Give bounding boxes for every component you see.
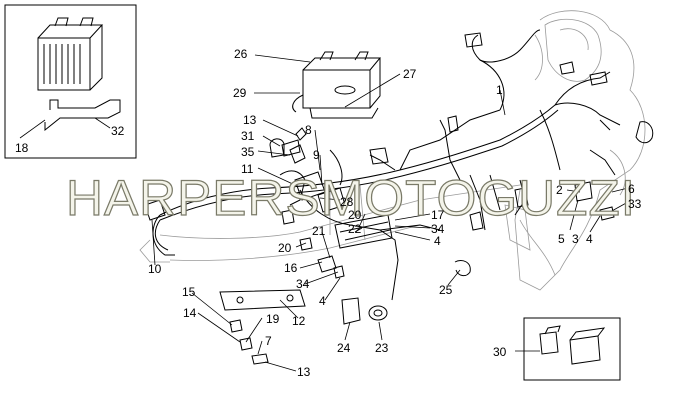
connectors bbox=[144, 32, 654, 365]
battery-inset-panel bbox=[4, 4, 137, 159]
callout-23: 23 bbox=[375, 341, 389, 355]
callout-24: 24 bbox=[337, 341, 351, 355]
callout-21: 21 bbox=[312, 224, 326, 238]
callout-14: 14 bbox=[183, 306, 197, 320]
callout-7: 7 bbox=[265, 334, 272, 348]
callout-20-lower: 20 bbox=[278, 241, 292, 255]
callout-35: 35 bbox=[241, 145, 255, 159]
callout-4-lower: 4 bbox=[319, 294, 326, 308]
callout-10: 10 bbox=[148, 262, 162, 276]
callout-34-right: 34 bbox=[431, 222, 445, 236]
callout-12: 12 bbox=[292, 314, 306, 328]
watermark-text: HARPERSMOTOGUZZI bbox=[66, 170, 636, 226]
callout-18: 18 bbox=[15, 141, 29, 155]
callout-33: 33 bbox=[628, 197, 642, 211]
callout-4-right: 4 bbox=[586, 232, 593, 246]
callout-11: 11 bbox=[241, 162, 254, 176]
callout-labels: 26 29 27 1 18 32 13 8 31 9 35 11 28 20 1… bbox=[15, 47, 642, 379]
callout-13-bottom: 13 bbox=[297, 365, 311, 379]
callout-28: 28 bbox=[340, 195, 354, 209]
callout-13-top: 13 bbox=[243, 113, 257, 127]
callout-6: 6 bbox=[628, 182, 635, 196]
callout-19: 19 bbox=[266, 312, 280, 326]
relay-inset-panel bbox=[523, 317, 621, 381]
callout-4-mid: 4 bbox=[434, 234, 441, 248]
leader-lines bbox=[19, 54, 629, 372]
callout-30: 30 bbox=[493, 345, 507, 359]
callout-29: 29 bbox=[233, 86, 247, 100]
callout-3: 3 bbox=[572, 232, 579, 246]
callout-9: 9 bbox=[313, 148, 320, 162]
callout-16: 16 bbox=[284, 261, 298, 275]
callout-8: 8 bbox=[305, 123, 312, 137]
callout-15: 15 bbox=[182, 285, 196, 299]
callout-27: 27 bbox=[403, 67, 417, 81]
callout-1: 1 bbox=[496, 83, 503, 97]
callout-26: 26 bbox=[234, 47, 248, 61]
callout-32: 32 bbox=[111, 124, 125, 138]
wiring-harness bbox=[152, 29, 621, 301]
callout-20-upper: 20 bbox=[348, 208, 362, 222]
battery bbox=[292, 51, 382, 119]
callout-5: 5 bbox=[558, 232, 565, 246]
callout-17: 17 bbox=[431, 208, 445, 222]
callout-2: 2 bbox=[556, 183, 563, 197]
engine-outline bbox=[139, 10, 646, 291]
callout-25: 25 bbox=[439, 283, 453, 297]
callout-22: 22 bbox=[348, 222, 362, 236]
callout-34-left: 34 bbox=[296, 277, 310, 291]
callout-31: 31 bbox=[241, 129, 255, 143]
